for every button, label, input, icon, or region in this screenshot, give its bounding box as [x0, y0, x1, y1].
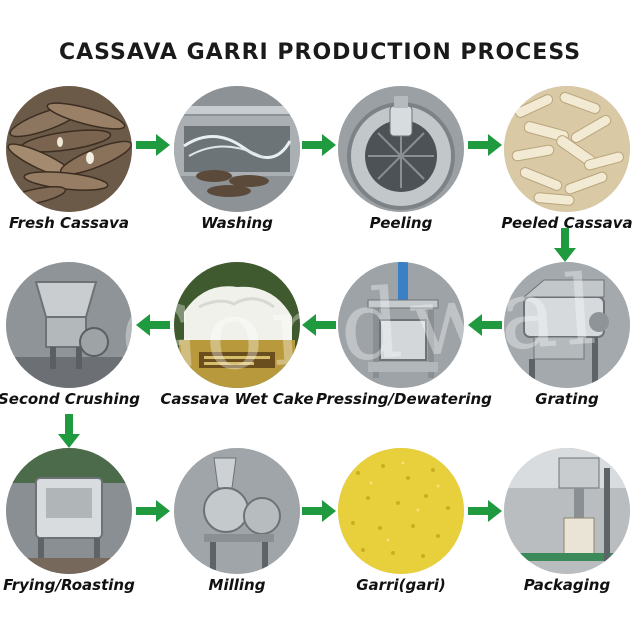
- milling-image: [174, 448, 300, 574]
- arrow-right-icon: [136, 134, 170, 156]
- step-cassava-wet-cake: Cassava Wet Cake: [160, 262, 314, 412]
- step-label: Peeling: [369, 214, 433, 232]
- arrow-right-icon: [136, 500, 170, 522]
- packaging-image: [504, 448, 630, 574]
- arrow-right-icon: [302, 134, 336, 156]
- step-garri: Garri(gari): [336, 448, 466, 598]
- step-label: Garri(gari): [356, 576, 446, 594]
- step-label: Grating: [535, 390, 599, 408]
- arrow-right-icon: [468, 500, 502, 522]
- arrow-down-icon: [58, 414, 80, 448]
- diagram-title: CASSAVA GARRI PRODUCTION PROCESS: [58, 40, 582, 65]
- step-peeling: Peeling: [336, 86, 466, 236]
- arrow-right-icon: [302, 500, 336, 522]
- arrow-down-icon: [554, 228, 576, 262]
- garri-image: [338, 448, 464, 574]
- step-label: Fresh Cassava: [8, 214, 129, 232]
- step-pressing-dewatering: Pressing/Dewatering: [316, 262, 492, 412]
- frying-image: [6, 448, 132, 574]
- step-label: Milling: [208, 576, 266, 594]
- arrow-right-icon: [468, 134, 502, 156]
- wet-cake-image: [174, 262, 300, 388]
- step-milling: Milling: [172, 448, 302, 598]
- grating-image: [504, 262, 630, 388]
- step-label: Peeled Cassava: [501, 214, 633, 232]
- pressing-image: [338, 262, 464, 388]
- peeling-image: [338, 86, 464, 212]
- step-label: Pressing/Dewatering: [316, 390, 492, 408]
- step-label: Cassava Wet Cake: [160, 390, 314, 408]
- step-label: Second Crushing: [0, 390, 141, 408]
- step-label: Frying/Roasting: [3, 576, 135, 594]
- second-crushing-image: [6, 262, 132, 388]
- step-washing: Washing: [172, 86, 302, 236]
- step-label: Packaging: [523, 576, 611, 594]
- fresh-cassava-image: [6, 86, 132, 212]
- arrow-left-icon: [136, 314, 170, 336]
- peeled-cassava-image: [504, 86, 630, 212]
- step-packaging: Packaging: [502, 448, 632, 598]
- step-frying-roasting: Frying/Roasting: [3, 448, 135, 598]
- washing-image: [174, 86, 300, 212]
- arrow-left-icon: [302, 314, 336, 336]
- step-grating: Grating: [502, 262, 632, 412]
- step-peeled-cassava: Peeled Cassava: [501, 86, 633, 236]
- step-second-crushing: Second Crushing: [0, 262, 140, 412]
- step-fresh-cassava: Fresh Cassava: [4, 86, 134, 236]
- step-label: Washing: [201, 214, 273, 232]
- arrow-left-icon: [468, 314, 502, 336]
